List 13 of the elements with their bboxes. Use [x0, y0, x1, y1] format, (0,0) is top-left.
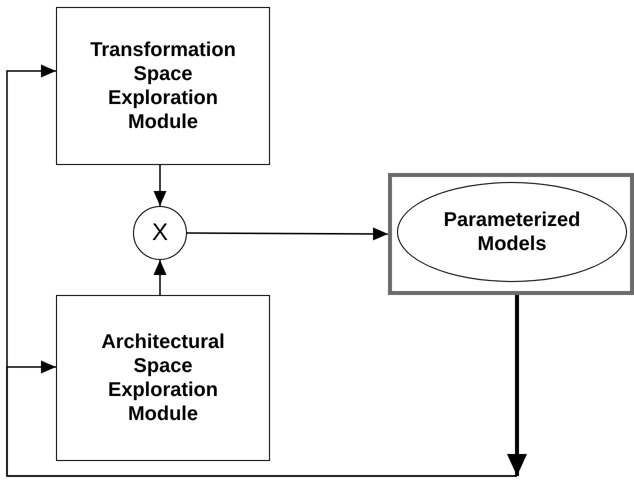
arrow: [187, 227, 388, 240]
node-label: Transformation Space Exploration Module: [89, 38, 237, 134]
feedback-arrow: [6, 360, 517, 477]
module-box: [56, 7, 270, 165]
module-box: [56, 295, 270, 461]
multiply-circle: [133, 206, 187, 260]
node-label: Architectural Space Exploration Module: [100, 330, 226, 426]
arrow: [154, 260, 166, 295]
arrow: [154, 165, 166, 206]
model-container: [388, 173, 634, 295]
arrow: [507, 295, 527, 476]
node-label: X: [152, 221, 168, 245]
node-label: Parameterized Models: [442, 208, 582, 256]
